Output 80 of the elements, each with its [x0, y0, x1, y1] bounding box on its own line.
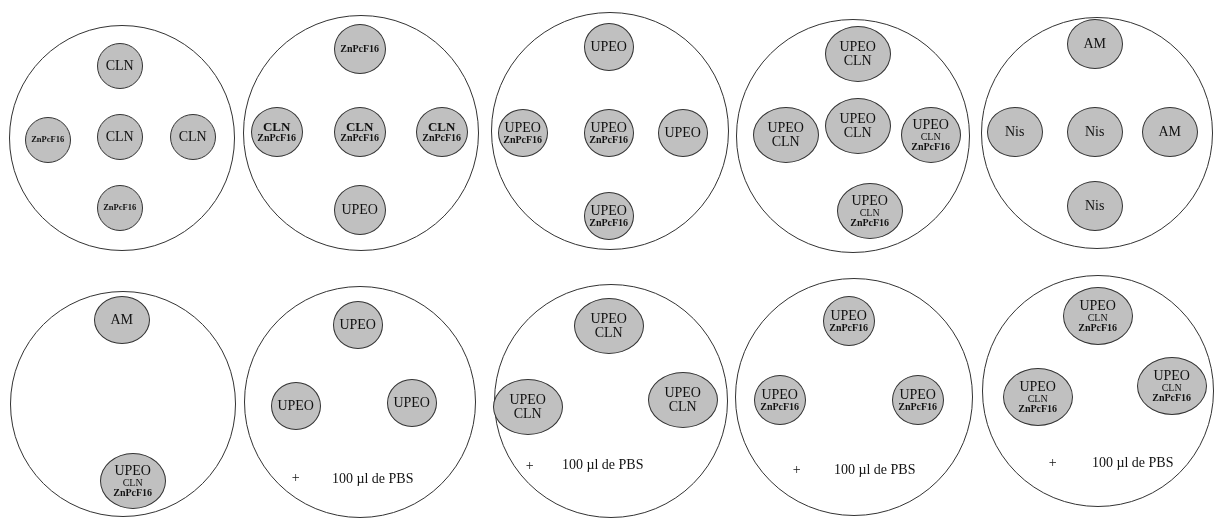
sample-label: CLN — [843, 125, 872, 140]
sample-label: Nis — [1004, 124, 1025, 139]
sample-label: UPEO — [590, 120, 627, 135]
sample-well — [250, 106, 303, 157]
sample-label: UPEO — [1079, 298, 1116, 313]
plus-sign: + — [291, 470, 300, 485]
sample-label: AM — [1083, 36, 1106, 51]
sample-label: Nis — [1084, 198, 1105, 213]
sample-label: UPEO — [341, 202, 378, 217]
sample-label: UPEO — [339, 317, 376, 332]
sample-label: UPEO — [761, 387, 798, 402]
sample-label: CLN — [345, 120, 374, 134]
sample-label: CLN — [1027, 393, 1048, 404]
sample-label: UPEO — [839, 39, 876, 54]
sample-label: ZnPcF16 — [422, 133, 462, 144]
sample-label: CLN — [105, 58, 134, 73]
sample-label: CLN — [122, 477, 143, 488]
sample-well — [824, 25, 891, 82]
sample-label: UPEO — [277, 398, 314, 413]
volume-note: 100 µl de PBS — [561, 457, 644, 472]
sample-well — [93, 295, 150, 344]
sample-label: AM — [110, 312, 133, 327]
sample-label: ZnPcF16 — [103, 203, 137, 212]
sample-label: UPEO — [767, 120, 804, 135]
sample-label: CLN — [920, 131, 941, 142]
sample-label: ZnPcF16 — [113, 487, 153, 498]
sample-label: ZnPcF16 — [1018, 403, 1058, 414]
volume-note: 100 µl de PBS — [833, 462, 916, 477]
sample-label: UPEO — [590, 311, 627, 326]
sample-label: UPEO — [664, 385, 701, 400]
sample-label: UPEO — [1019, 379, 1056, 394]
sample-label: CLN — [859, 207, 880, 218]
sample-label: ZnPcF16 — [257, 133, 297, 144]
sample-label: ZnPcF16 — [911, 141, 951, 152]
sample-label: AM — [1158, 124, 1181, 139]
sample-label: UPEO — [912, 117, 949, 132]
sample-label: ZnPcF16 — [589, 134, 629, 145]
volume-note: 100 µl de PBS — [331, 471, 414, 486]
sample-label: CLN — [178, 129, 207, 144]
sample-label: UPEO — [509, 392, 546, 407]
sample-label: CLN — [1161, 382, 1182, 393]
plus-sign: + — [1048, 455, 1057, 470]
sample-label: ZnPcF16 — [829, 322, 869, 333]
sample-label: CLN — [594, 325, 623, 340]
sample-label: ZnPcF16 — [503, 134, 543, 145]
sample-label: ZnPcF16 — [589, 217, 629, 228]
plus-sign: + — [525, 458, 534, 473]
sample-label: ZnPcF16 — [1152, 392, 1192, 403]
sample-label: ZnPcF16 — [340, 43, 380, 54]
sample-label: UPEO — [899, 387, 936, 402]
sample-label: CLN — [105, 129, 134, 144]
sample-well — [1066, 18, 1123, 69]
sample-label: ZnPcF16 — [850, 217, 890, 228]
sample-label: CLN — [262, 120, 291, 134]
sample-label: CLN — [1087, 312, 1108, 323]
sample-well — [497, 108, 548, 157]
sample-label: UPEO — [1153, 368, 1190, 383]
sample-label: ZnPcF16 — [31, 135, 65, 144]
sample-label: UPEO — [851, 193, 888, 208]
sample-label: CLN — [771, 134, 800, 149]
sample-label: UPEO — [664, 125, 701, 140]
sample-label: UPEO — [504, 120, 541, 135]
sample-label: CLN — [843, 53, 872, 68]
sample-label: UPEO — [590, 203, 627, 218]
plus-sign: + — [792, 462, 801, 477]
sample-label: ZnPcF16 — [1078, 322, 1118, 333]
sample-label: CLN — [513, 406, 542, 421]
sample-label: CLN — [668, 399, 697, 414]
sample-label: ZnPcF16 — [898, 401, 938, 412]
sample-well — [986, 106, 1043, 157]
sample-label: UPEO — [839, 111, 876, 126]
sample-label: Nis — [1084, 124, 1105, 139]
sample-label: UPEO — [590, 39, 627, 54]
sample-label: UPEO — [830, 308, 867, 323]
sample-label: UPEO — [114, 463, 151, 478]
sample-label: ZnPcF16 — [340, 133, 380, 144]
sample-label: ZnPcF16 — [760, 401, 800, 412]
sample-label: UPEO — [393, 395, 430, 410]
volume-note: 100 µl de PBS — [1091, 455, 1174, 470]
sample-label: CLN — [427, 120, 456, 134]
